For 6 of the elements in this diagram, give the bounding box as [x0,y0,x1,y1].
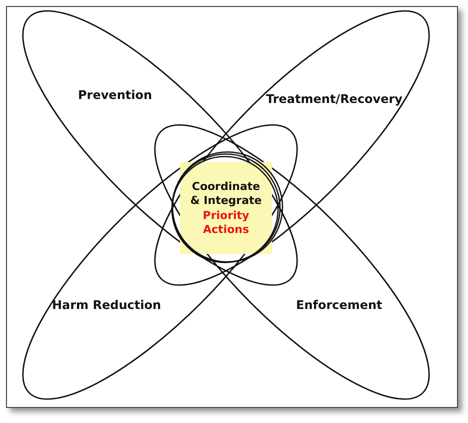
ellipse-label: Harm Reduction [52,298,162,312]
center-highlight-text: Priority Actions [202,209,250,237]
ellipse-label: Enforcement [296,298,382,312]
center-heading: Coordinate & Integrate [189,180,263,208]
ellipse-label: Prevention [78,88,152,102]
ellipse-label: Treatment/Recovery [266,92,402,106]
